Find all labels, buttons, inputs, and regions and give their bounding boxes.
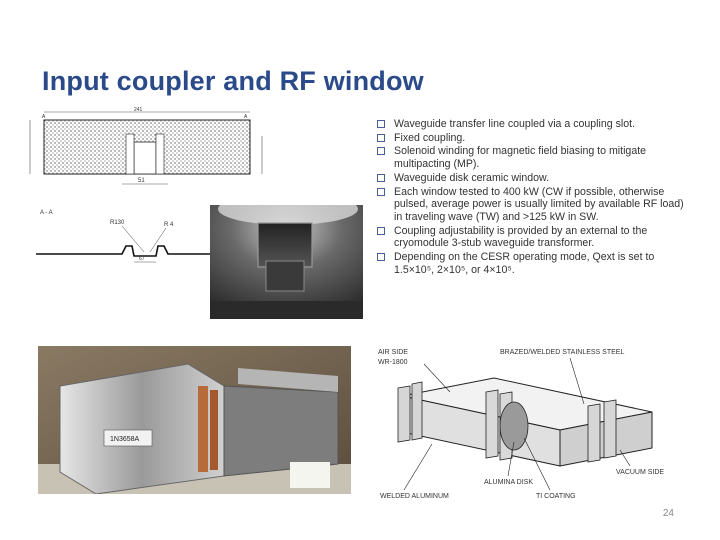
dim-67-label: 67: [139, 256, 145, 262]
technical-drawing: 241 51 A - A A A R130 R 4 67: [26, 106, 278, 266]
bullet-text: Coupling adjustability is provided by an…: [394, 224, 648, 250]
flange: [603, 399, 617, 459]
coupler-photo: 1N3658A: [38, 346, 351, 495]
flange-bolts: [198, 386, 208, 472]
bullet-box-icon: [377, 173, 385, 182]
floor-shadow: [210, 301, 363, 319]
flange-bolts: [210, 390, 218, 470]
wr1800-label: WR-1800: [378, 359, 408, 366]
serial-tag: [103, 429, 153, 447]
leader-line: [523, 437, 551, 491]
bullet-text: Depending on the CESR operating mode, Qe…: [394, 251, 655, 276]
a-right-label: A: [244, 114, 248, 120]
bullet-box-icon: [377, 120, 385, 128]
dimension-label: 241: [134, 107, 143, 113]
bullet-list: Waveguide transfer line coupled via a co…: [375, 118, 690, 277]
center-flange: [485, 389, 499, 459]
ti-coating-label: TI COATING: [536, 493, 576, 500]
window-photo-svg: [210, 193, 363, 319]
bullet-box-icon: [377, 147, 385, 156]
bullet-text: Waveguide disk ceramic window.: [394, 171, 550, 184]
leader-line: [149, 227, 167, 253]
serial-tag-label: 1N3658A: [110, 436, 140, 443]
vacuum-side-label: VACUUM SIDE: [616, 469, 664, 476]
flange: [397, 385, 411, 443]
bullet-item: Coupling adjustability is provided by an…: [375, 225, 690, 250]
bullet-text: Fixed coupling.: [394, 131, 466, 144]
technical-drawing-svg: 241 51 A - A A A R130 R 4 67: [29, 107, 263, 263]
leader-line: [569, 357, 585, 405]
bullet-text: Solenoid winding for magnetic field bias…: [394, 145, 647, 171]
slot-step: [155, 133, 165, 175]
iso-drawing-svg: AIR SIDE WR-1800 BRAZED/WELDED STAINLESS…: [374, 342, 674, 504]
bullet-item: Solenoid winding for magnetic field bias…: [375, 145, 690, 170]
top-plate: [238, 368, 338, 392]
bullet-text: Each window tested to 400 kW (CW if poss…: [394, 185, 684, 223]
leader-line: [121, 225, 145, 253]
slide-title: Input coupler and RF window: [42, 66, 424, 96]
leader-line: [423, 363, 451, 393]
welded-aluminum-label: WELDED ALUMINUM: [380, 493, 449, 500]
flange: [411, 381, 423, 441]
window-photo: [210, 193, 363, 319]
a-left-label: A: [42, 114, 46, 120]
waveguide-section: [223, 385, 339, 477]
leader-line: [507, 441, 515, 477]
bullet-text: Waveguide transfer line coupled via a co…: [394, 118, 636, 130]
page-number: 24: [662, 508, 674, 519]
r4-label: R 4: [164, 222, 174, 228]
brazed-label: BRAZED/WELDED STAINLESS STEEL: [500, 349, 624, 356]
bullet-item: Waveguide disk ceramic window.: [375, 172, 690, 185]
bullet-box-icon: [377, 226, 385, 235]
bullet-item: Fixed coupling.: [375, 132, 690, 145]
bullet-box-icon: [377, 133, 385, 142]
white-block: [290, 462, 330, 488]
alumina-disk: [499, 401, 529, 451]
bullet-item: Depending on the CESR operating mode, Qe…: [375, 251, 690, 276]
flange: [587, 403, 601, 463]
slot-step: [125, 133, 135, 175]
leader-line: [619, 449, 631, 467]
leader-line: [403, 443, 433, 491]
profile-line: [36, 245, 236, 257]
bullet-box-icon: [377, 187, 385, 196]
coupling-slot-opening: [257, 222, 313, 268]
coupling-slot: [133, 141, 157, 175]
window-iso-drawing: AIR SIDE WR-1800 BRAZED/WELDED STAINLESS…: [374, 342, 674, 504]
dim-51-label: 51: [138, 178, 145, 184]
bullet-item: Each window tested to 400 kW (CW if poss…: [375, 186, 690, 224]
alumina-disk-label: ALUMINA DISK: [484, 479, 533, 486]
coupler-photo-svg: 1N3658A: [38, 346, 351, 495]
bullet-box-icon: [377, 253, 385, 262]
r130-label: R130: [110, 220, 125, 226]
slot-lower: [265, 260, 305, 292]
air-side-label: AIR SIDE: [378, 349, 408, 356]
bullet-item: Waveguide transfer line coupled via a co…: [375, 118, 690, 131]
section-label: A - A: [40, 210, 53, 216]
